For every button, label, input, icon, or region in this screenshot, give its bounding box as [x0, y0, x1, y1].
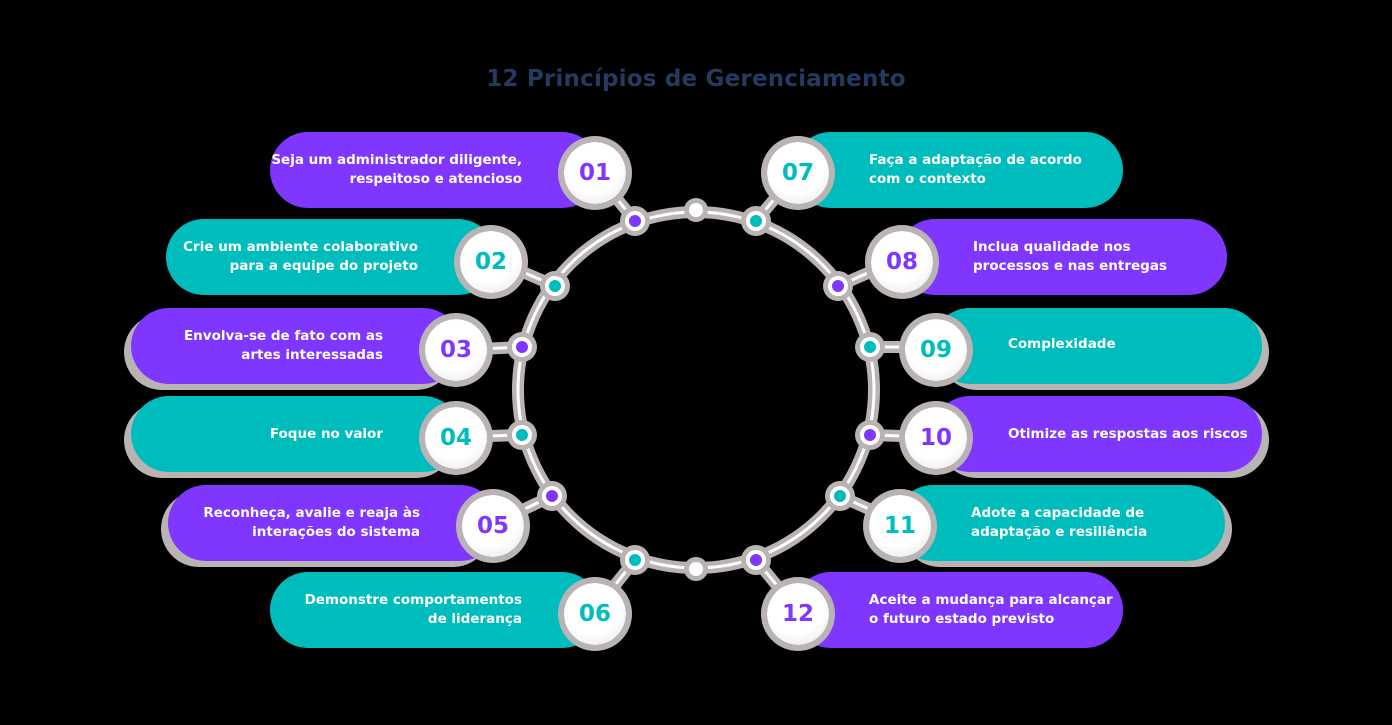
- principle-text: Faça a adaptação de acordo com o context…: [869, 152, 1082, 187]
- principle-text: Envolva-se de fato com as artes interess…: [183, 328, 383, 363]
- number-badge-06: 06: [564, 583, 626, 645]
- principle-card-02: Crie um ambiente colaborativo para a equ…: [166, 219, 496, 295]
- principle-card-08: Inclua qualidade nos processos e nas ent…: [897, 219, 1227, 295]
- principle-card-05: Reconheça, avalie e reaja às interações …: [168, 485, 498, 561]
- principle-card-07: Faça a adaptação de acordo com o context…: [793, 132, 1123, 208]
- number-badge-08: 08: [871, 231, 933, 293]
- principle-text: Complexidade: [1008, 336, 1116, 352]
- principle-card-03: Envolva-se de fato com as artes interess…: [131, 308, 461, 384]
- principle-text: Seja um administrador diligente, respeit…: [271, 152, 522, 187]
- number-badge-03: 03: [425, 319, 487, 381]
- principle-text: Otimize as respostas aos riscos: [1008, 425, 1248, 442]
- principle-card-12: Aceite a mudança para alcançar o futuro …: [793, 572, 1123, 648]
- principle-text: Adote a capacidade de adaptação e resili…: [971, 505, 1148, 540]
- number-badge-05: 05: [462, 495, 524, 557]
- principle-text: Crie um ambiente colaborativo para a equ…: [183, 239, 418, 274]
- principle-card-04: Foque no valor: [131, 396, 461, 472]
- principle-card-01: Seja um administrador diligente, respeit…: [270, 132, 600, 208]
- principle-text: Reconheça, avalie e reaja às interações …: [203, 505, 420, 540]
- principle-card-10: Otimize as respostas aos riscos: [932, 396, 1262, 472]
- number-badge-10: 10: [905, 407, 967, 469]
- number-badge-07: 07: [767, 142, 829, 204]
- number-badge-04: 04: [425, 407, 487, 469]
- number-badge-11: 11: [869, 495, 931, 557]
- diagram-title: 12 Princípios de Gerenciamento: [486, 66, 906, 92]
- principle-text: Foque no valor: [269, 425, 383, 442]
- principle-card-06: Demonstre comportamentos de liderança: [270, 572, 600, 648]
- principle-text: Inclua qualidade nos processos e nas ent…: [973, 239, 1167, 274]
- principle-card-11: Adote a capacidade de adaptação e resili…: [895, 485, 1225, 561]
- number-badge-09: 09: [905, 319, 967, 381]
- number-badge-02: 02: [460, 231, 522, 293]
- principle-card-09: Complexidade: [932, 308, 1262, 384]
- principle-text: Aceite a mudança para alcançar o futuro …: [869, 592, 1113, 627]
- number-badge-12: 12: [767, 583, 829, 645]
- number-badge-01: 01: [564, 142, 626, 204]
- principle-text: Demonstre comportamentos de liderança: [304, 592, 522, 627]
